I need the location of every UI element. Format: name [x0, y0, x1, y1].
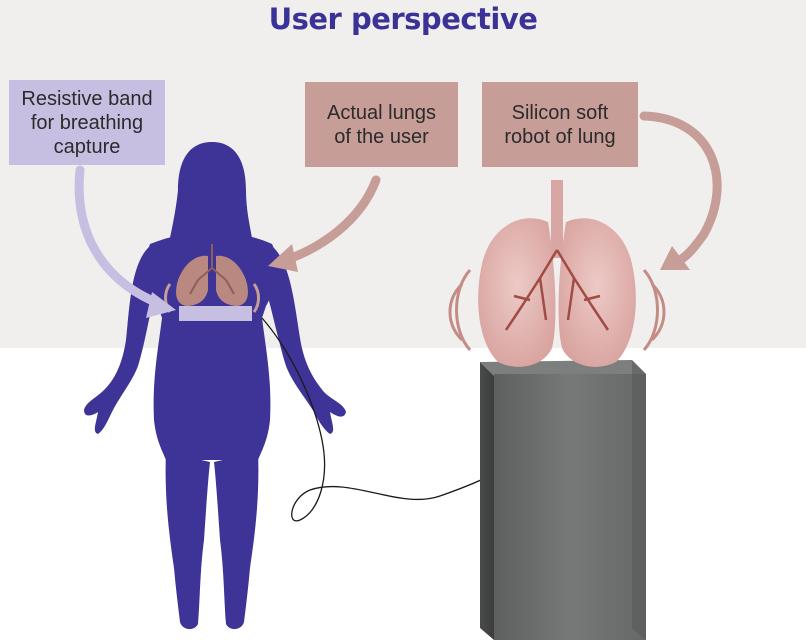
- arrow-label-to-actual-lungs: [268, 175, 381, 272]
- soft-robot-label-text: Silicon soft robot of lung: [504, 101, 616, 148]
- user-lungs-illustration: [164, 244, 260, 313]
- pedestal: [480, 360, 646, 640]
- resistive-band-label: Resistive band for breathing capture: [9, 80, 165, 165]
- arrow-label-to-robot-lungs: [639, 111, 722, 270]
- resistive-band: [179, 306, 252, 321]
- soft-robot-label: Silicon soft robot of lung: [482, 82, 638, 167]
- robot-lungs-illustration: [448, 180, 666, 367]
- arrow-band-to-body: [74, 165, 176, 318]
- actual-lungs-label: Actual lungs of the user: [305, 82, 458, 167]
- background-lower: [0, 348, 806, 641]
- sensor-wire: [261, 317, 521, 522]
- page-title: User perspective: [268, 2, 538, 36]
- actual-lungs-label-text: Actual lungs of the user: [327, 101, 436, 148]
- human-silhouette: [84, 142, 346, 630]
- resistive-band-label-text: Resistive band for breathing capture: [21, 87, 153, 158]
